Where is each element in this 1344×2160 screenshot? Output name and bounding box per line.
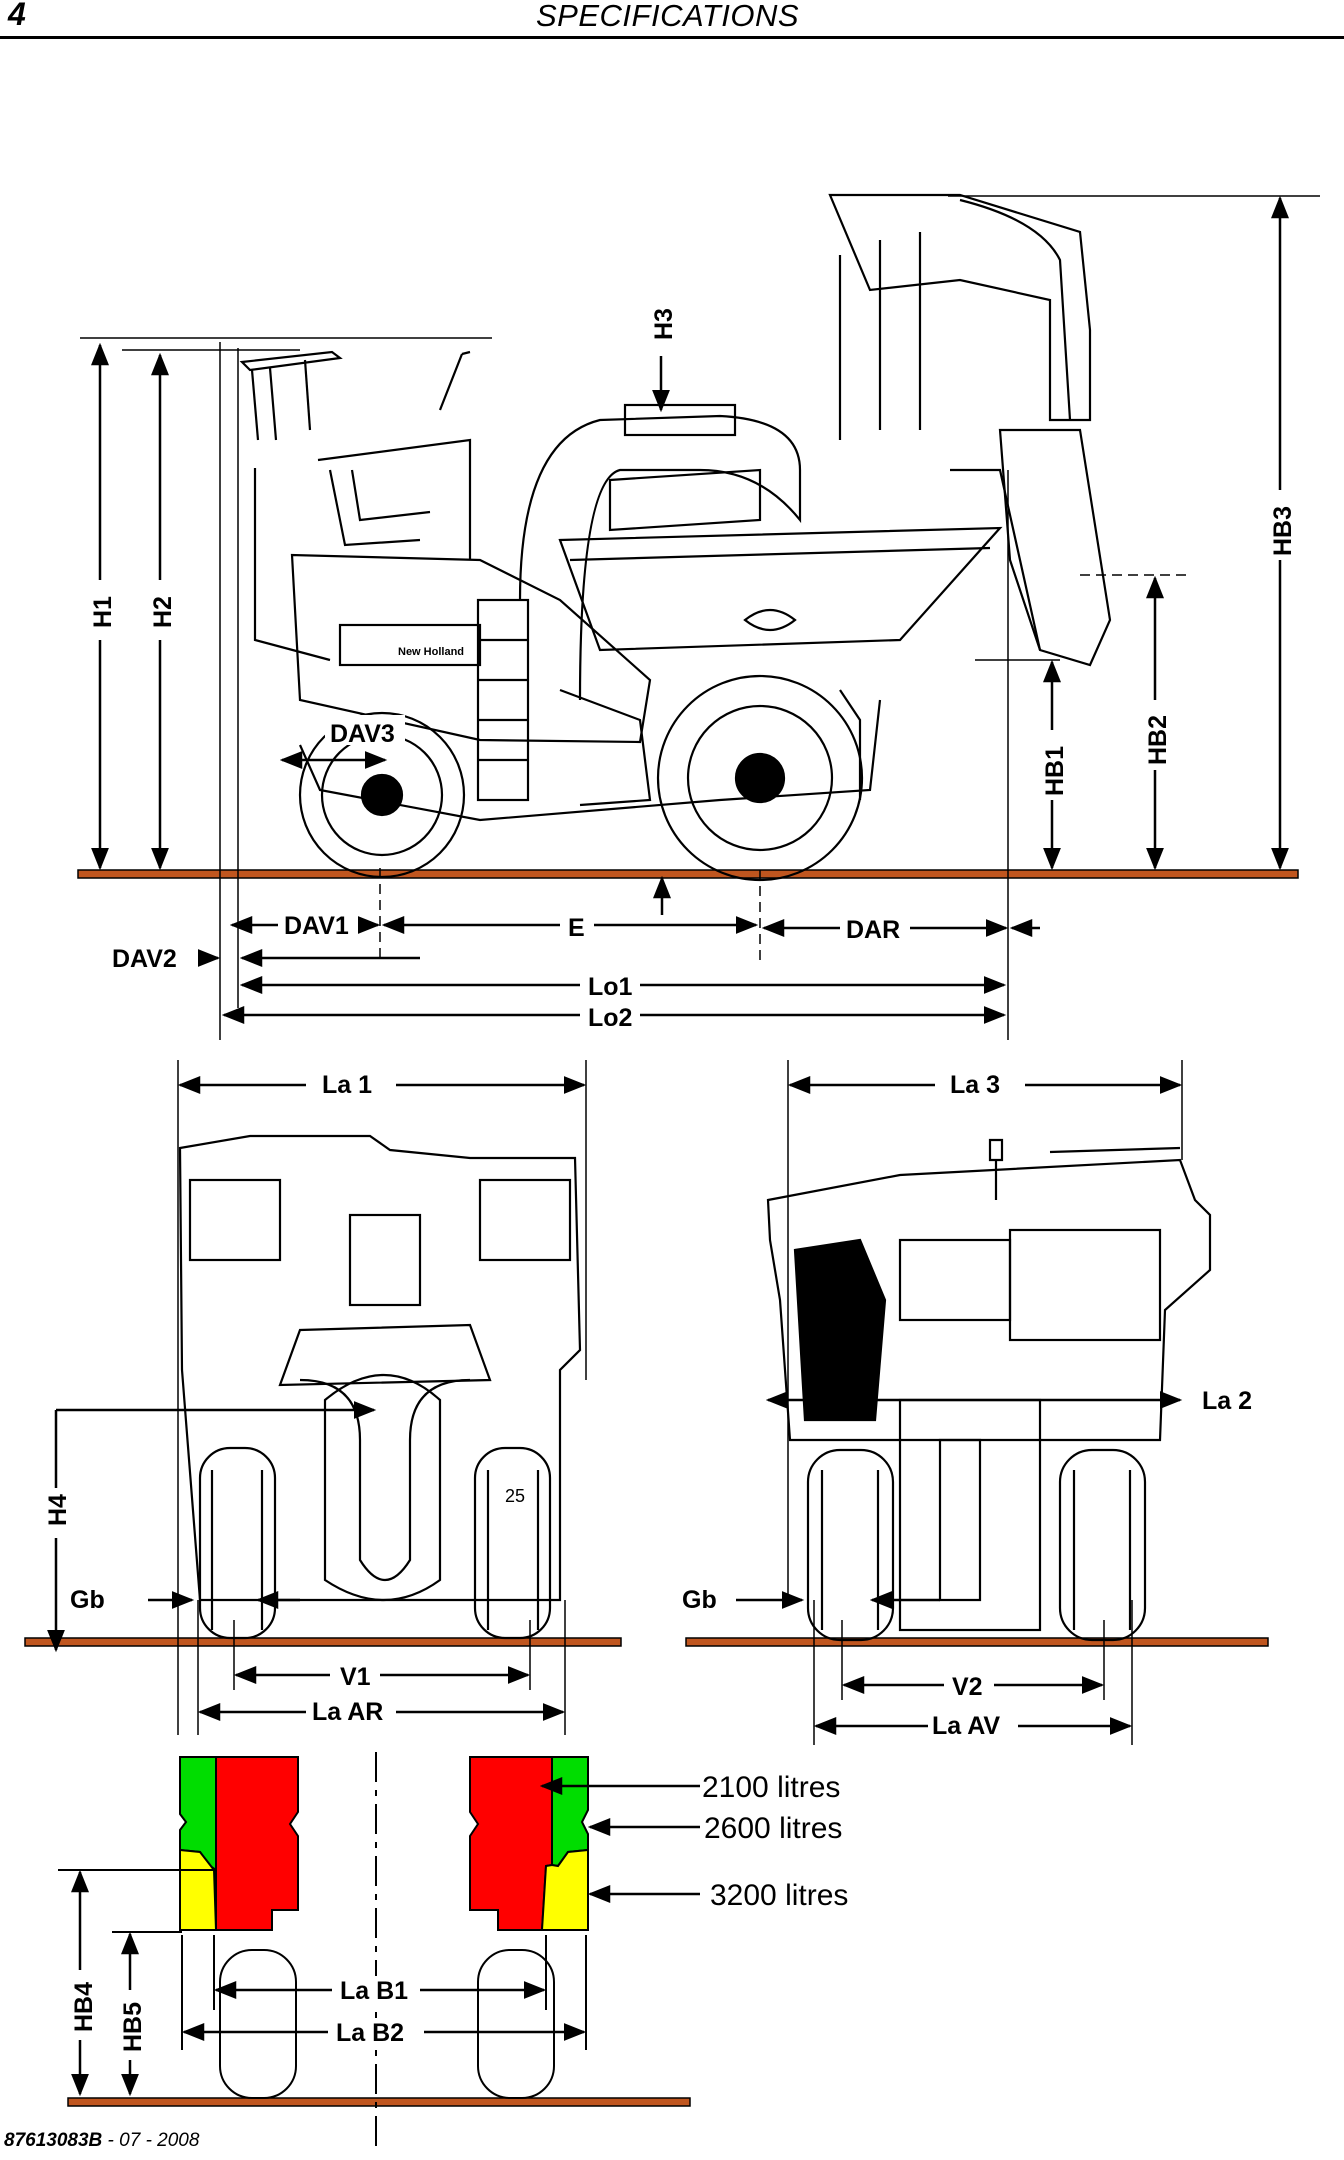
front-left-tire [806,1448,895,1642]
label-gb-front: Gb [682,1586,717,1614]
label-la-b2: La B2 [336,2019,404,2047]
rear-left-tire [198,1446,277,1640]
rear-ground-line [24,1637,622,1647]
capacity-3200: 3200 litres [710,1879,848,1912]
side-view: New Holland [77,193,1320,1040]
side-brand-badge: New Holland [398,646,464,658]
label-la1: La 1 [322,1071,372,1099]
rear-tire-marking: 25 [505,1486,525,1506]
bin-right-wheel [477,1949,555,2099]
label-la-ar: La AR [312,1698,383,1726]
label-lo2: Lo2 [588,1004,632,1032]
label-lo1: Lo1 [588,973,633,1001]
footer-date: - 07 - 2008 [102,2130,200,2151]
label-la2: La 2 [1202,1387,1252,1415]
page-title: SPECIFICATIONS [536,0,800,33]
bin-detail [58,1752,700,2150]
label-hb1: HB1 [1041,746,1069,796]
label-dar: DAR [846,916,900,944]
front-ground-line [685,1637,1269,1647]
footer-doc-code: 87613083B [4,2130,103,2151]
label-v1: V1 [340,1663,371,1691]
label-hb5: HB5 [119,2002,147,2052]
label-hb3: HB3 [1269,506,1297,556]
bin-left-wheel [219,1949,297,2099]
front-right-tire [1058,1448,1147,1642]
rear-view: 25 [24,1060,622,1735]
label-la-av: La AV [932,1712,1000,1740]
harvester-rear-drawing: 25 [178,1134,582,1640]
bin-ground-line [67,2097,691,2107]
label-v2: V2 [952,1673,983,1701]
right-bin-red [469,1756,553,1931]
harvester-side-drawing: New Holland [239,193,1112,882]
rear-right-tire [473,1446,552,1640]
front-view [685,1060,1269,1745]
label-la-b1: La B1 [340,1977,408,2005]
capacity-2100: 2100 litres [702,1771,840,1804]
label-dav3: DAV3 [330,720,395,748]
label-h2: H2 [149,596,177,628]
header-rule [0,36,1344,39]
label-h1: H1 [89,596,117,628]
label-dav2: DAV2 [112,945,177,973]
label-dav1: DAV1 [284,912,349,940]
label-hb2: HB2 [1144,715,1172,765]
label-h4: H4 [44,1494,72,1526]
front-wheel [298,711,466,879]
side-ground-line [77,869,1299,879]
harvester-front-drawing [766,1138,1212,1642]
footer-doc-info: 87613083B - 07 - 2008 [4,2130,199,2152]
label-h3: H3 [650,308,678,340]
label-hb4: HB4 [70,1982,98,2032]
label-la3: La 3 [950,1071,1000,1099]
label-gb-rear: Gb [70,1586,105,1614]
label-e: E [568,914,585,942]
left-bin-red [215,1756,299,1931]
page-number: 4 [8,0,26,32]
capacity-2600: 2600 litres [704,1812,842,1845]
